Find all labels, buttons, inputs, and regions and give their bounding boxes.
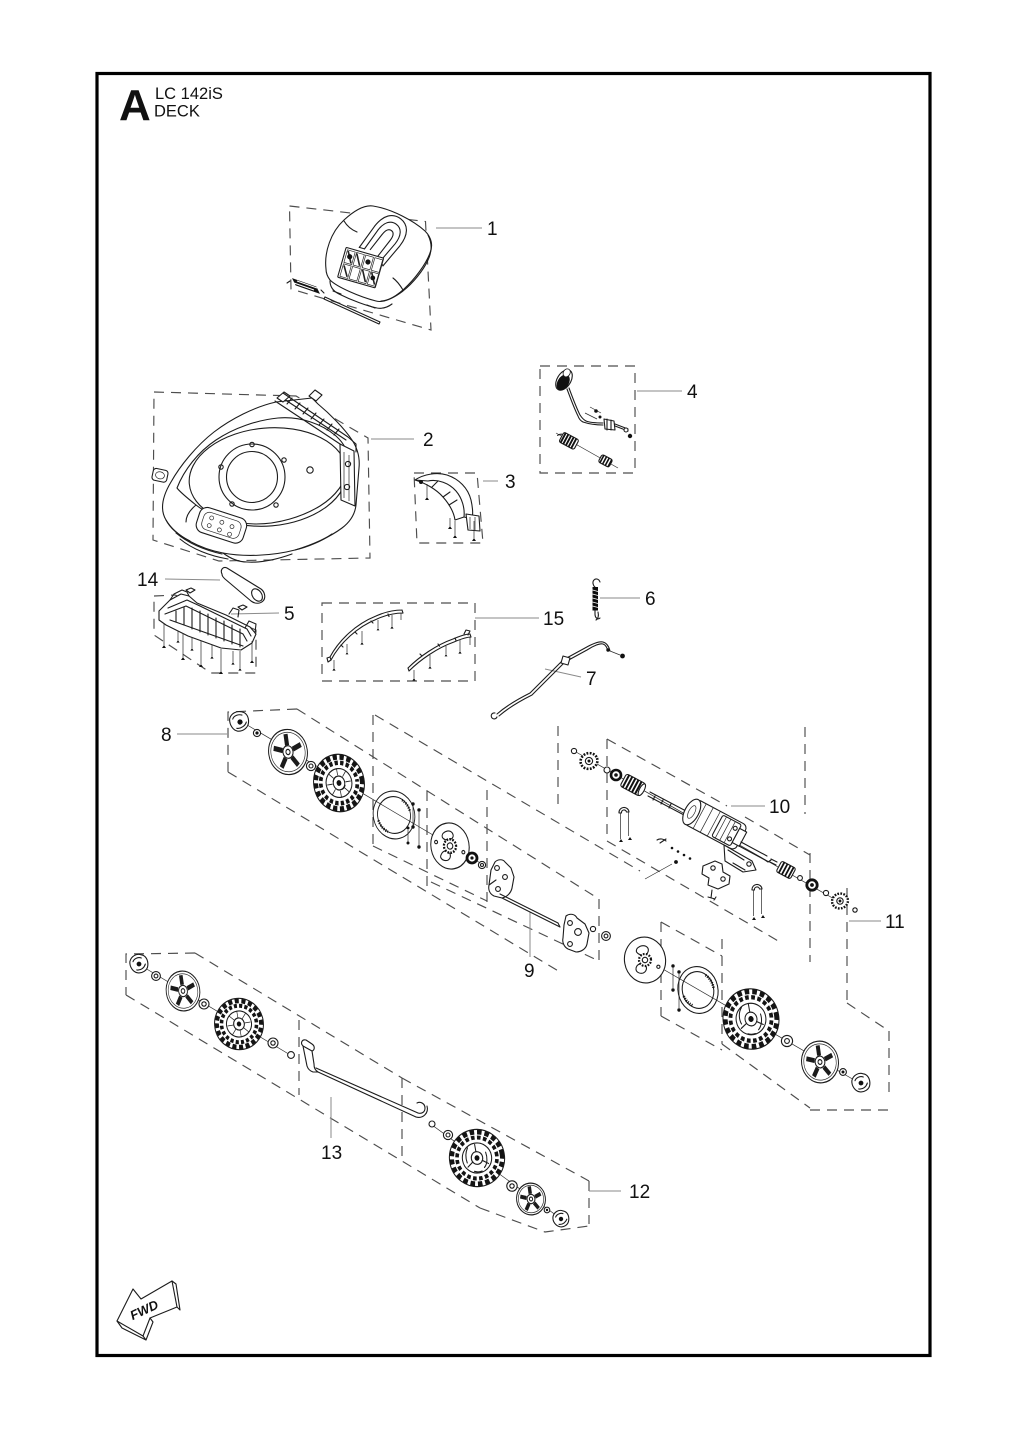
svg-text:LC 142iS: LC 142iS [155, 85, 223, 103]
svg-text:12: 12 [629, 1182, 650, 1203]
svg-text:9: 9 [524, 961, 535, 982]
svg-text:7: 7 [586, 669, 597, 690]
svg-text:15: 15 [543, 609, 564, 630]
svg-text:DECK: DECK [154, 103, 200, 121]
svg-text:8: 8 [161, 725, 172, 746]
svg-text:13: 13 [321, 1143, 342, 1164]
svg-text:4: 4 [687, 382, 698, 403]
svg-text:5: 5 [284, 604, 295, 625]
svg-text:10: 10 [769, 797, 790, 818]
svg-text:2: 2 [423, 430, 434, 451]
svg-text:6: 6 [645, 589, 656, 610]
svg-text:11: 11 [885, 912, 905, 933]
svg-text:3: 3 [505, 472, 516, 493]
svg-text:A: A [119, 81, 151, 130]
svg-text:14: 14 [137, 570, 159, 591]
svg-text:1: 1 [487, 219, 498, 240]
